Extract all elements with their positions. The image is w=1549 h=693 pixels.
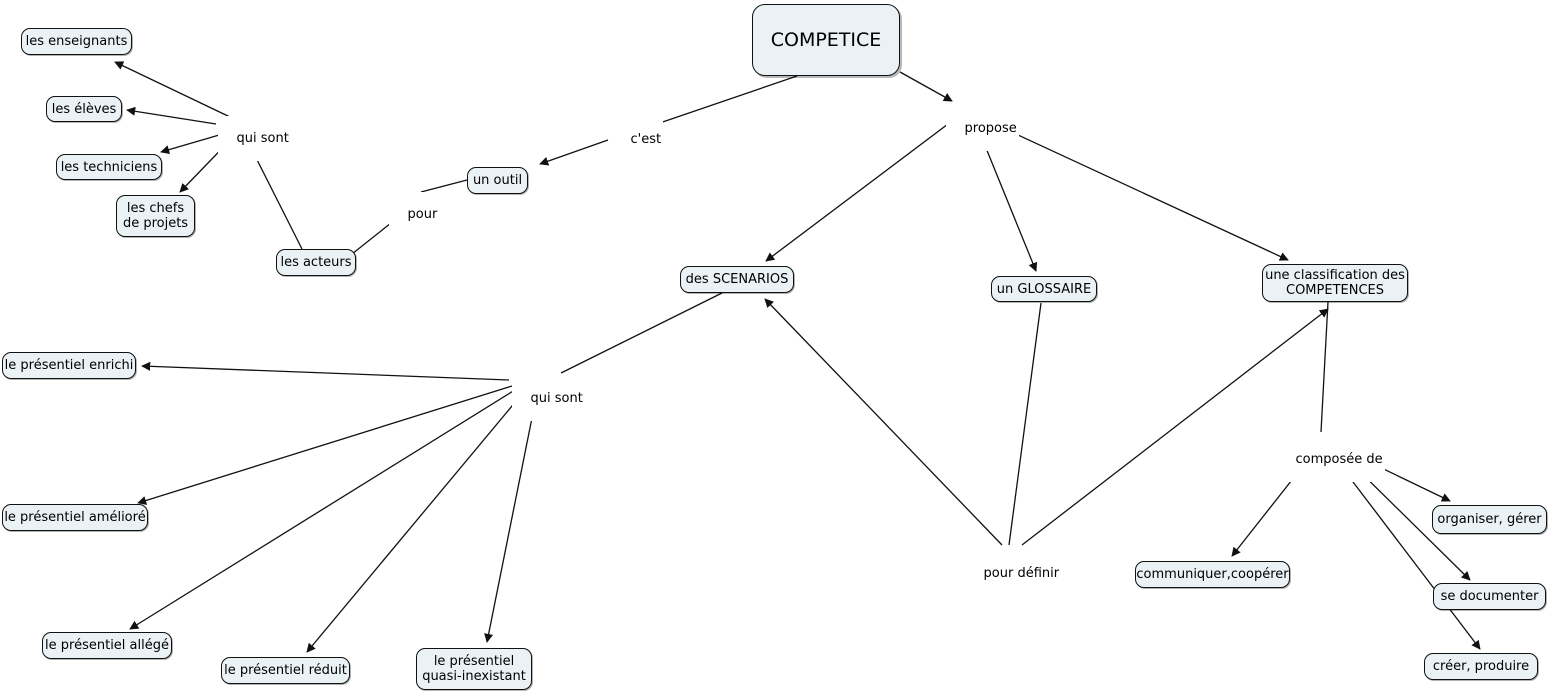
node-competice-label: COMPETICE: [770, 28, 882, 51]
link-label-pour-definir-text: pour définir: [983, 566, 1060, 581]
link-label-propose-text: propose: [964, 121, 1017, 136]
link-label-composee-de-text: composée de: [1295, 452, 1383, 467]
node-communiquer-cooperer-label: communiquer,coopérer: [1136, 567, 1289, 582]
node-les-enseignants[interactable]: les enseignants: [21, 28, 132, 55]
node-presentiel-reduit-label: le présentiel réduit: [224, 663, 347, 678]
link-label-qui-sont-acteurs: qui sont: [218, 116, 291, 161]
node-les-eleves-label: les élèves: [51, 101, 117, 117]
node-les-eleves[interactable]: les élèves: [46, 96, 122, 122]
edge-scenarios-qui-sont: [560, 292, 723, 374]
edge-cest-un-outil: [539, 139, 609, 166]
link-label-cest: c'est: [612, 117, 664, 162]
link-label-qui-sont-acteurs-text: qui sont: [236, 131, 289, 146]
link-label-pour-definir: pour définir: [965, 551, 1062, 596]
edge-pour-un-outil: [420, 179, 468, 193]
node-des-scenarios[interactable]: des SCENARIOS: [680, 266, 794, 293]
edge-quisont2-reduit: [306, 387, 528, 653]
node-les-acteurs[interactable]: les acteurs: [276, 249, 356, 276]
link-label-pour: pour: [389, 192, 440, 237]
link-label-pour-text: pour: [407, 207, 438, 222]
node-les-techniciens[interactable]: les techniciens: [56, 154, 162, 180]
edge-pourdefinir-classification: [1021, 308, 1329, 546]
node-presentiel-ameliore[interactable]: le présentiel amélioré: [2, 504, 148, 531]
node-un-outil-label: un outil: [472, 173, 523, 188]
node-communiquer-cooperer[interactable]: communiquer,coopérer: [1135, 561, 1290, 588]
edge-quisont2-ameliore: [137, 385, 513, 505]
edge-quisont-techniciens: [160, 132, 227, 155]
node-un-glossaire[interactable]: un GLOSSAIRE: [991, 276, 1097, 302]
node-creer-produire-label: créer, produire: [1432, 659, 1530, 674]
edge-glossaire-pourdefinir: [1008, 302, 1042, 546]
node-les-acteurs-label: les acteurs: [280, 255, 352, 270]
edge-quisont-eleves: [126, 106, 217, 125]
edge-quisont2-enrichi: [141, 361, 510, 381]
node-presentiel-quasi-inexistant-label: le présentiel quasi-inexistant: [422, 654, 526, 684]
edge-propose-classification: [989, 121, 1289, 261]
node-presentiel-enrichi-label: le présentiel enrichi: [4, 358, 134, 373]
link-label-qui-sont-scenarios-text: qui sont: [530, 391, 583, 406]
edge-pourdefinir-scenarios: [764, 298, 1003, 546]
node-les-chefs-de-projets-label: les chefs de projets: [122, 201, 189, 231]
edge-competice-cest: [647, 75, 798, 128]
link-label-propose: propose: [946, 106, 1019, 151]
node-classification-competences-label: une classification des COMPETENCES: [1265, 268, 1405, 298]
node-presentiel-reduit[interactable]: le présentiel réduit: [221, 657, 350, 684]
node-presentiel-allege-label: le présentiel allégé: [45, 638, 169, 653]
node-les-enseignants-label: les enseignants: [25, 34, 128, 49]
node-presentiel-quasi-inexistant[interactable]: le présentiel quasi-inexistant: [416, 648, 532, 690]
node-competice[interactable]: COMPETICE: [752, 4, 900, 76]
edge-competice-propose: [899, 71, 953, 102]
edge-composee-creer: [1330, 452, 1481, 650]
node-se-documenter-label: se documenter: [1440, 589, 1539, 604]
node-creer-produire[interactable]: créer, produire: [1424, 653, 1538, 680]
node-presentiel-ameliore-label: le présentiel amélioré: [4, 510, 146, 525]
node-organiser-gerer-label: organiser, gérer: [1437, 512, 1542, 527]
edge-propose-scenarios: [765, 120, 953, 262]
node-se-documenter[interactable]: se documenter: [1433, 583, 1546, 610]
link-label-composee-de: composée de: [1277, 437, 1385, 482]
node-les-chefs-de-projets[interactable]: les chefs de projets: [116, 195, 195, 237]
node-presentiel-allege[interactable]: le présentiel allégé: [42, 632, 172, 659]
edge-classification-composee: [1320, 301, 1329, 433]
link-label-qui-sont-scenarios: qui sont: [512, 376, 585, 421]
node-des-scenarios-label: des SCENARIOS: [685, 272, 789, 287]
node-les-techniciens-label: les techniciens: [60, 159, 158, 175]
node-organiser-gerer[interactable]: organiser, gérer: [1432, 505, 1547, 534]
node-un-outil[interactable]: un outil: [467, 167, 528, 194]
edge-quisont2-quasi: [484, 387, 539, 643]
edge-quisont-enseignants: [114, 61, 231, 118]
edge-quisont2-allege: [129, 387, 519, 630]
node-presentiel-enrichi[interactable]: le présentiel enrichi: [2, 352, 136, 379]
node-un-glossaire-label: un GLOSSAIRE: [996, 281, 1092, 297]
link-label-cest-text: c'est: [630, 132, 662, 147]
node-classification-competences[interactable]: une classification des COMPETENCES: [1262, 264, 1408, 302]
